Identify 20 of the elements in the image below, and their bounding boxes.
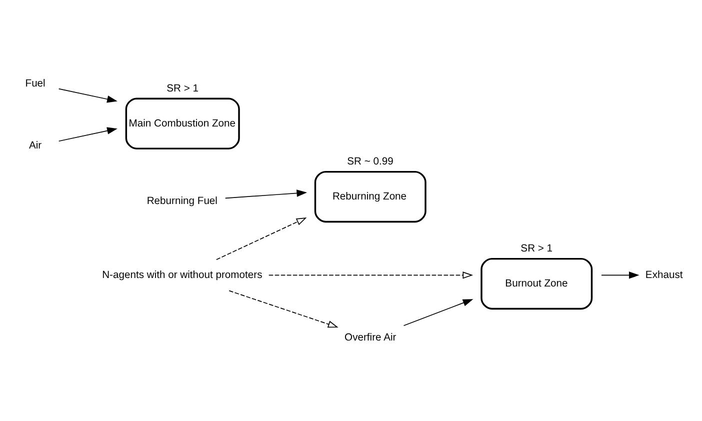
node-label: SR > 1	[166, 82, 199, 94]
arrow	[58, 88, 118, 102]
node-text: Fuel	[25, 78, 46, 90]
arrow	[224, 189, 308, 198]
node-box: Reburning Zone	[314, 170, 426, 222]
node-box: Main Combustion Zone	[125, 97, 240, 149]
arrow	[268, 271, 474, 278]
arrow	[601, 271, 640, 278]
node-label: SR ~ 0.99	[347, 156, 394, 168]
node-box: Burnout Zone	[480, 257, 593, 310]
node-label: SR > 1	[520, 243, 553, 254]
node-text: Exhaust	[645, 269, 683, 280]
arrow	[403, 298, 474, 326]
arrow	[58, 126, 118, 142]
arrow	[228, 290, 338, 328]
node-text: Reburning Fuel	[146, 195, 218, 206]
node-text: Air	[29, 140, 42, 152]
node-text: Overfire Air	[344, 332, 396, 344]
node-text: N-agents with or without promoters	[102, 269, 262, 280]
arrow	[216, 216, 307, 260]
